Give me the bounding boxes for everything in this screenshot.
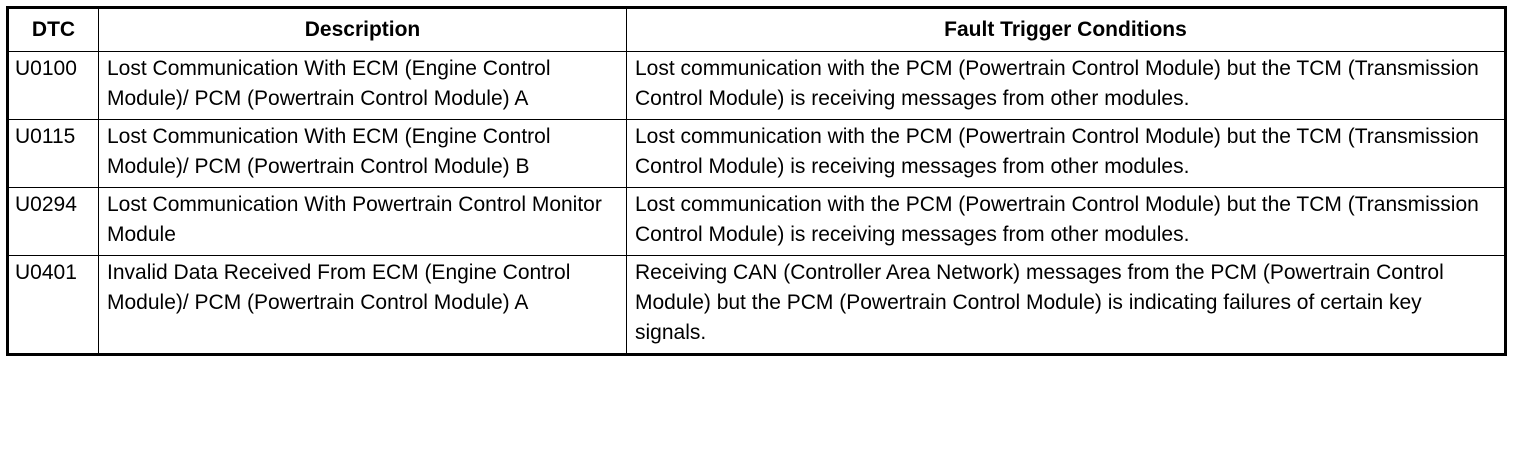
dtc-code-cell: U0115 xyxy=(7,119,99,188)
dtc-code-cell: U0100 xyxy=(7,51,99,120)
table-row: U0100 Lost Communication With ECM (Engin… xyxy=(7,51,1506,120)
table-row: U0401 Invalid Data Received From ECM (En… xyxy=(7,255,1506,355)
conditions-cell: Receiving CAN (Controller Area Network) … xyxy=(626,255,1506,355)
conditions-cell: Lost communication with the PCM (Powertr… xyxy=(626,51,1506,120)
description-cell: Lost Communication With ECM (Engine Cont… xyxy=(98,119,627,188)
header-description: Description xyxy=(98,7,627,52)
dtc-code-cell: U0401 xyxy=(7,255,99,355)
table-row: U0115 Lost Communication With ECM (Engin… xyxy=(7,119,1506,188)
description-cell: Lost Communication With Powertrain Contr… xyxy=(98,187,627,256)
description-cell: Lost Communication With ECM (Engine Cont… xyxy=(98,51,627,120)
table-row: U0294 Lost Communication With Powertrain… xyxy=(7,187,1506,256)
conditions-cell: Lost communication with the PCM (Powertr… xyxy=(626,187,1506,256)
dtc-table: DTC Description Fault Trigger Conditions… xyxy=(6,6,1507,356)
conditions-cell: Lost communication with the PCM (Powertr… xyxy=(626,119,1506,188)
dtc-code-cell: U0294 xyxy=(7,187,99,256)
description-cell: Invalid Data Received From ECM (Engine C… xyxy=(98,255,627,355)
header-fault-trigger-conditions: Fault Trigger Conditions xyxy=(626,7,1506,52)
table-header: DTC Description Fault Trigger Conditions xyxy=(7,7,1506,52)
header-dtc: DTC xyxy=(7,7,99,52)
table-body: U0100 Lost Communication With ECM (Engin… xyxy=(7,51,1506,355)
header-row: DTC Description Fault Trigger Conditions xyxy=(7,7,1506,52)
